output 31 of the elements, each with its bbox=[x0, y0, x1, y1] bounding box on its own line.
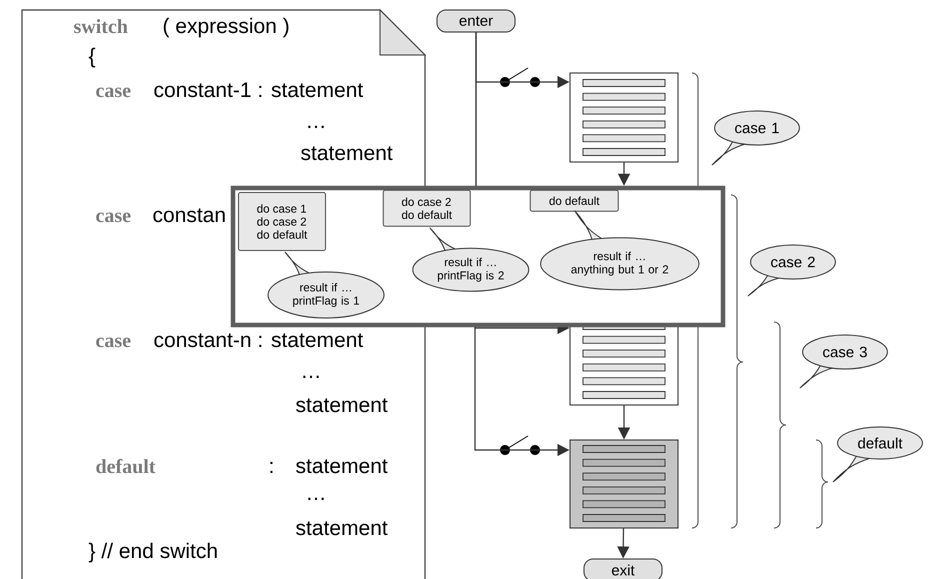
statement-block bbox=[570, 72, 678, 162]
code-text: { bbox=[88, 48, 96, 68]
code-text: … bbox=[303, 376, 319, 378]
code-text: } // end switch bbox=[88, 542, 217, 562]
speech-bubble: case 1 bbox=[712, 110, 800, 166]
speech-bubble: result if … anything but 1 or 2 bbox=[540, 210, 700, 290]
speech-bubble: result if … printFlag is 2 bbox=[412, 227, 530, 292]
terminal-pill: enter bbox=[436, 10, 516, 32]
terminal-pill: exit bbox=[584, 558, 662, 579]
code-keyword: case bbox=[96, 88, 131, 98]
speech-bubble: case 3 bbox=[800, 334, 888, 388]
code-text: statement bbox=[296, 459, 388, 474]
code-text: statement bbox=[296, 521, 388, 536]
code-text: … bbox=[308, 126, 324, 128]
code-keyword: switch bbox=[74, 19, 128, 34]
code-text: constant-1 : statement bbox=[154, 82, 364, 98]
code-text: ( expression ) bbox=[164, 18, 288, 38]
code-text: statement bbox=[296, 398, 388, 412]
speech-bubble: result if … printFlag is 1 bbox=[268, 252, 384, 318]
code-keyword: case bbox=[96, 212, 131, 222]
code-keyword: case bbox=[96, 338, 131, 348]
speech-bubble: case 2 bbox=[748, 244, 836, 296]
code-text: statement bbox=[301, 146, 393, 160]
speech-bubble: default bbox=[832, 426, 923, 482]
code-text: constan bbox=[153, 208, 225, 222]
code-keyword: default bbox=[96, 458, 156, 474]
note-box: do default bbox=[530, 190, 619, 212]
code-text: constant-n : statement bbox=[154, 333, 364, 348]
code-text: … bbox=[308, 498, 324, 500]
code-text: : bbox=[270, 462, 272, 473]
statement-block bbox=[570, 440, 678, 528]
